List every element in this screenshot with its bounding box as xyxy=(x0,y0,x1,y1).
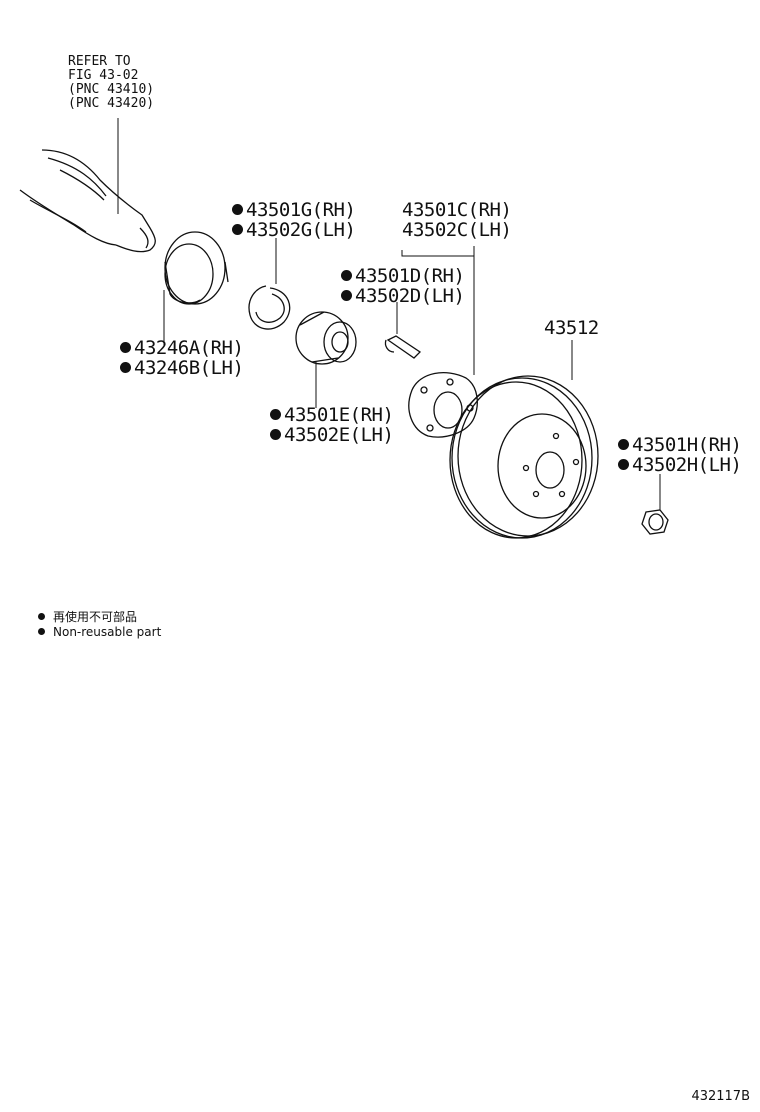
dust-deflector-label: 43246A(RH) 43246B(LH) xyxy=(120,337,244,379)
drive-shaft-outline xyxy=(19,118,156,253)
part-number-lh: 43246B(LH) xyxy=(134,357,244,379)
reference-note: REFER TO FIG 43-02 (PNC 43410) (PNC 4342… xyxy=(68,55,154,111)
snap-ring-label: 43501G(RH) 43502G(LH) xyxy=(232,199,356,241)
legend-japanese: 再使用不可部品 xyxy=(38,608,137,625)
figure-code: 432117B xyxy=(691,1089,750,1104)
part-number-lh: 43502G(LH) xyxy=(246,219,356,241)
part-number-lh: 43502D(LH) xyxy=(355,285,465,307)
part-number-rh: 43246A(RH) xyxy=(134,337,244,359)
hub-bolt-drawing xyxy=(384,302,422,359)
hub-label: 43501C(RH) 43502C(LH) xyxy=(402,199,512,241)
part-number-lh: 43502H(LH) xyxy=(632,454,742,476)
non-reusable-dot-icon xyxy=(120,362,131,373)
non-reusable-dot-icon xyxy=(270,409,281,420)
non-reusable-dot-icon xyxy=(232,204,243,215)
non-reusable-dot-icon xyxy=(618,459,629,470)
reference-line-1: REFER TO xyxy=(68,54,131,69)
legend-text-japanese: 再使用不可部品 xyxy=(53,610,138,624)
reference-line-3: (PNC 43410) xyxy=(68,82,155,97)
part-number-rh: 43501G(RH) xyxy=(246,199,356,221)
disc-label: 43512 xyxy=(544,318,599,338)
legend-text-english: Non-reusable part xyxy=(53,625,162,639)
part-number-rh: 43501D(RH) xyxy=(355,265,465,287)
bearing-drawing xyxy=(295,311,357,408)
non-reusable-dot-icon xyxy=(232,224,243,235)
brake-disc-drawing xyxy=(449,340,599,539)
part-number-rh: 43501E(RH) xyxy=(284,404,394,426)
dust-deflector-drawing xyxy=(163,231,229,345)
hub-nut-drawing xyxy=(641,474,669,535)
hub-nut-label: 43501H(RH) 43502H(LH) xyxy=(618,434,742,476)
non-reusable-dot-icon xyxy=(341,290,352,301)
reference-line-2: FIG 43-02 xyxy=(68,68,139,83)
non-reusable-dot-icon xyxy=(38,613,45,620)
snap-ring-drawing xyxy=(248,238,291,330)
non-reusable-dot-icon xyxy=(120,342,131,353)
legend-english: Non-reusable part xyxy=(38,625,161,639)
non-reusable-dot-icon xyxy=(618,439,629,450)
part-number-rh: 43501C(RH) xyxy=(402,199,512,221)
part-number-lh: 43502E(LH) xyxy=(284,424,394,446)
part-number-rh: 43501H(RH) xyxy=(632,434,742,456)
non-reusable-dot-icon xyxy=(38,628,45,635)
non-reusable-dot-icon xyxy=(270,429,281,440)
part-number-lh: 43502C(LH) xyxy=(402,219,512,241)
non-reusable-dot-icon xyxy=(341,270,352,281)
part-number: 43512 xyxy=(544,317,599,339)
bearing-label: 43501E(RH) 43502E(LH) xyxy=(270,404,394,446)
hub-bolt-label: 43501D(RH) 43502D(LH) xyxy=(341,265,465,307)
reference-line-4: (PNC 43420) xyxy=(68,96,155,111)
